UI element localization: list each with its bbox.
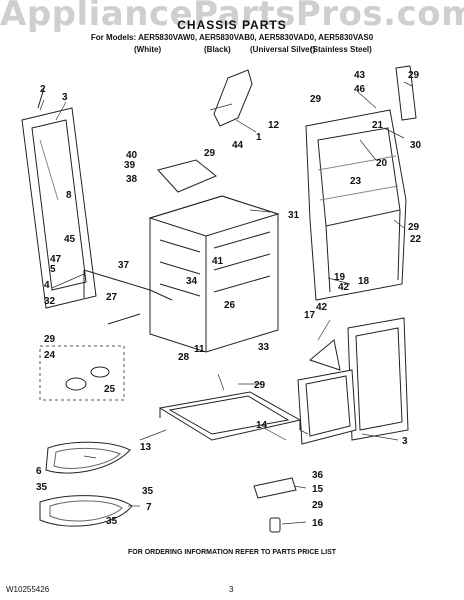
side-panel-illustration: [347, 317, 409, 441]
callout-3: 3: [62, 92, 68, 103]
callout-29-top: 29: [408, 70, 420, 81]
color-stainless-steel: (Stainless Steel): [310, 45, 372, 54]
callout-19: 19: [334, 272, 346, 283]
page-title: CHASSIS PARTS: [177, 18, 287, 32]
lower-panel-illustration: [297, 369, 357, 445]
callout-20: 20: [376, 158, 388, 169]
callout-40: 40: [126, 150, 138, 161]
callout-13: 13: [140, 442, 152, 453]
page-number: 3: [229, 585, 234, 594]
callout-30: 30: [410, 140, 422, 151]
callout-35-a: 35: [36, 482, 48, 493]
callout-2: 2: [40, 84, 46, 95]
callout-3-lower: 3: [402, 436, 408, 447]
callout-8: 8: [66, 190, 72, 201]
callout-22: 22: [410, 234, 422, 245]
color-white: (White): [134, 45, 162, 54]
callout-41: 41: [212, 256, 224, 267]
callout-42: 42: [316, 302, 328, 313]
callout-44: 44: [232, 140, 244, 151]
rear-frame-illustration: [305, 109, 407, 301]
callout-15: 15: [312, 484, 324, 495]
callout-4: 4: [44, 280, 50, 291]
ordering-footer: FOR ORDERING INFORMATION REFER TO PARTS …: [127, 549, 337, 556]
callout-42-upper: 42: [338, 282, 350, 293]
drawer-illustration: [158, 391, 302, 441]
callout-27: 27: [106, 292, 118, 303]
oven-door-illustration: [21, 107, 97, 309]
callout-43: 43: [354, 70, 366, 81]
callout-29-bottom: 29: [312, 500, 324, 511]
callout-29-right: 29: [408, 222, 420, 233]
callout-32: 32: [44, 296, 56, 307]
callout-1: 1: [256, 132, 262, 143]
callout-16: 16: [312, 518, 324, 529]
callout-36: 36: [312, 470, 324, 481]
callout-12: 12: [268, 120, 280, 131]
callout-35-b: 35: [142, 486, 154, 497]
callout-35-c: 35: [106, 516, 118, 527]
callout-31: 31: [288, 210, 300, 221]
callout-7: 7: [146, 502, 152, 513]
callout-26: 26: [224, 300, 236, 311]
callout-33: 33: [258, 342, 270, 353]
document-number: W10255426: [6, 585, 50, 594]
heating-element-illustration: [39, 441, 133, 527]
oven-cavity-illustration: [148, 195, 280, 353]
color-universal-silver: (Universal Silver): [250, 45, 316, 54]
callout-45: 45: [64, 234, 76, 245]
callout-21: 21: [372, 120, 384, 131]
callout-29-center: 29: [254, 380, 266, 391]
callout-24: 24: [44, 350, 56, 361]
callout-28: 28: [178, 352, 190, 363]
callout-29-mid: 29: [204, 148, 216, 159]
color-black: (Black): [204, 45, 231, 54]
callout-39: 39: [124, 160, 136, 171]
callout-17: 17: [304, 310, 316, 321]
callout-25: 25: [104, 384, 116, 395]
callout-11: 11: [194, 344, 205, 355]
callout-29-upper: 29: [310, 94, 322, 105]
callout-37: 37: [118, 260, 130, 271]
models-line: For Models: AER5830VAW0, AER5830VAB0, AE…: [90, 33, 374, 42]
watermark: AppliancePartsPros.com: [0, 0, 464, 34]
callout-34: 34: [186, 276, 198, 287]
callout-23: 23: [350, 176, 362, 187]
callouts: 2 3 1 12 44 29 43 46 29 21 30 20 23 8 40…: [36, 70, 422, 529]
callout-47: 47: [50, 254, 62, 265]
callout-18: 18: [358, 276, 370, 287]
callout-6: 6: [36, 466, 42, 477]
callout-29-left: 29: [44, 334, 56, 345]
callout-14: 14: [256, 420, 268, 431]
callout-46: 46: [354, 84, 366, 95]
callout-5: 5: [50, 264, 56, 275]
callout-38: 38: [126, 174, 138, 185]
